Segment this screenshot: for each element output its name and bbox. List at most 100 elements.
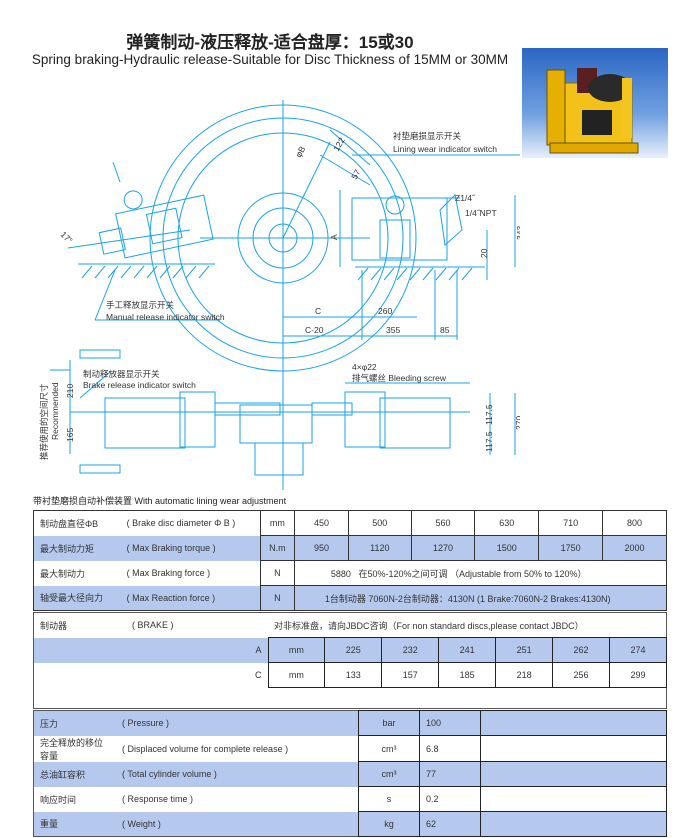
- unit-cell: N.m: [259, 535, 295, 561]
- force-value: 5880: [330, 568, 351, 579]
- recommended-en: Recommended: [50, 382, 60, 440]
- table-row: 轴受最大径向力 ( Max Reaction force ) N 1台制动器 7…: [33, 585, 668, 611]
- value-cell: 157: [381, 662, 440, 688]
- dim-20: 20: [479, 248, 489, 258]
- value-cell: 1台制动器 7060N-2台制动器：4130N (1 Brake:7060N-2…: [293, 585, 668, 611]
- table-row: 最大制动力 ( Max Braking force ) N 5880 在50%-…: [34, 560, 668, 586]
- bleeding-screw-label: 排气螺丝 Bleeding screw: [352, 373, 447, 383]
- lining-switch-cn: 衬垫磨损显示开关: [393, 131, 462, 141]
- row-label-cn: 压力: [33, 710, 116, 736]
- dim-a: A: [329, 234, 339, 240]
- value-cell: 950: [293, 535, 350, 561]
- table-row: 最大制动力矩 ( Max Braking torque ) N.m 950 11…: [33, 535, 668, 561]
- row-label-cn: 最大制动力矩: [33, 535, 121, 561]
- dim-57: 57: [349, 168, 363, 181]
- unit-cell: N: [259, 560, 295, 586]
- title-chinese: 弹簧制动-液压释放-适合盘厚：15或30: [126, 33, 414, 52]
- unit-cell: mm: [259, 510, 295, 536]
- dim-355: 355: [386, 325, 400, 335]
- value-cell: 241: [438, 637, 497, 663]
- dim-c: C: [315, 306, 321, 316]
- value-cell: 62: [419, 811, 481, 837]
- brake-photo-illustration: [546, 68, 639, 154]
- row-label-cn: 制动盘直径ΦB: [40, 518, 99, 529]
- value-cell: 500: [348, 510, 412, 536]
- row-label-cn: 轴受最大径向力: [33, 585, 121, 611]
- value-cell: 0.2: [419, 786, 481, 812]
- value-cell: 710: [538, 510, 603, 536]
- unit-cell: kg: [358, 811, 420, 837]
- value-cell: 630: [474, 510, 540, 536]
- value-cell: 560: [410, 510, 476, 536]
- manual-switch-en: Manual release indicator switch: [106, 312, 225, 322]
- brake-note: 对非标准盘，请向JBDC咨询（For non standard discs,pl…: [274, 620, 584, 631]
- npt-label: 1/4˝NPT: [465, 208, 497, 218]
- value-cell: 256: [552, 662, 610, 688]
- row-label-en: ( Max Braking force ): [120, 560, 261, 586]
- value-cell: 225: [324, 637, 383, 663]
- brake-disc: [149, 100, 417, 490]
- recommended-cn: 推荐使用的空间尺寸: [39, 383, 49, 460]
- table-row: C mm 133 157 185 218 256 299: [34, 662, 668, 688]
- specs-table: 制动盘直径ΦB ( Brake disc diameter Φ B ) mm 4…: [33, 510, 668, 611]
- value-cell: 6.8: [419, 735, 481, 762]
- technical-drawing: 17° φB 122 57 衬垫磨损显示开关 Lining wear indic…: [39, 100, 520, 490]
- phi-b-label: φB: [293, 144, 307, 159]
- row-label-en: ( Pressure ): [116, 710, 359, 736]
- section-label: 带衬垫磨损自动补偿装置 With automatic lining wear a…: [33, 496, 287, 506]
- row-label-cn: 制动器: [40, 620, 68, 631]
- row-label-cn: 响应时间: [40, 794, 77, 805]
- value-cell: 77: [419, 761, 481, 787]
- value-cell: 262: [552, 637, 610, 663]
- release-switch-en: Brake release indicator switch: [83, 380, 196, 390]
- value-cell: 1750: [538, 535, 603, 561]
- unit-cell: s: [358, 786, 420, 812]
- dim-260: 260: [378, 306, 392, 316]
- manual-switch-cn: 手工释放显示开关: [106, 300, 175, 310]
- plan-view-calipers: [79, 349, 451, 476]
- unit-cell: cm³: [358, 735, 420, 762]
- table-row: 总油缸容积 ( Total cylinder volume ) cm³ 77: [33, 761, 667, 787]
- dim-85: 85: [440, 325, 450, 335]
- table-row: 完全释放的移位容量 ( Displaced volume for complet…: [34, 735, 667, 762]
- table-row: 制动器 ( BRAKE ) 对非标准盘，请向JBDC咨询（For non sta…: [34, 613, 667, 638]
- dim-122: 122: [331, 135, 347, 153]
- row-label-cn: 完全释放的移位容量: [40, 737, 104, 761]
- angle-label: 17°: [59, 229, 75, 245]
- row-label: A: [126, 637, 268, 663]
- hydraulic-table: 压力 ( Pressure ) bar 100 完全释放的移位容量 ( Disp…: [33, 710, 667, 837]
- value-cell: 299: [608, 662, 668, 688]
- row-label-en: ( Weight ): [116, 811, 359, 837]
- unit-cell: mm: [267, 662, 326, 688]
- row-label-en: ( Max Braking torque ): [120, 535, 261, 561]
- title-english: Spring braking-Hydraulic release-Suitabl…: [31, 52, 509, 67]
- row-label-cn: 总油缸容积: [33, 761, 116, 787]
- dim-270: 270: [514, 416, 520, 430]
- dim-c-20: C-20: [305, 325, 324, 335]
- value-cell: 232: [381, 637, 440, 663]
- dim-117-5-b: 117.5: [484, 431, 494, 452]
- table-row: 制动盘直径ΦB ( Brake disc diameter Φ B ) mm 4…: [34, 510, 668, 536]
- unit-cell: mm: [267, 637, 326, 663]
- right-caliper-side: [351, 193, 463, 261]
- row-label-cn: 重量: [33, 811, 116, 837]
- value-cell: 1270: [410, 535, 476, 561]
- table-row: 压力 ( Pressure ) bar 100: [33, 710, 667, 736]
- lining-switch-en: Lining wear indicator switch: [393, 144, 497, 154]
- row-label-en: ( Displaced volume for complete release …: [122, 743, 289, 754]
- value-cell: 185: [438, 662, 497, 688]
- value-cell: 100: [419, 710, 481, 736]
- dim-117-5-a: 117.5: [484, 404, 494, 425]
- value-cell: 133: [324, 662, 383, 688]
- row-label-en: ( Total cylinder volume ): [116, 761, 359, 787]
- unit-cell: cm³: [358, 761, 420, 787]
- z14-label: Z1/4˝: [455, 193, 476, 203]
- dimensions-table: 制动器 ( BRAKE ) 对非标准盘，请向JBDC咨询（For non sta…: [33, 612, 668, 709]
- row-label-en: ( Brake disc diameter Φ B ): [120, 510, 261, 536]
- holes-label: 4×φ22: [352, 362, 377, 372]
- table-row: A mm 225 232 241 251 262 274: [33, 637, 668, 663]
- release-switch-cn: 制动释放器显示开关: [83, 369, 160, 379]
- force-note: 在50%-120%之间可调 （Adjustable from 50% to 12…: [358, 568, 587, 579]
- value-cell: 251: [495, 637, 554, 663]
